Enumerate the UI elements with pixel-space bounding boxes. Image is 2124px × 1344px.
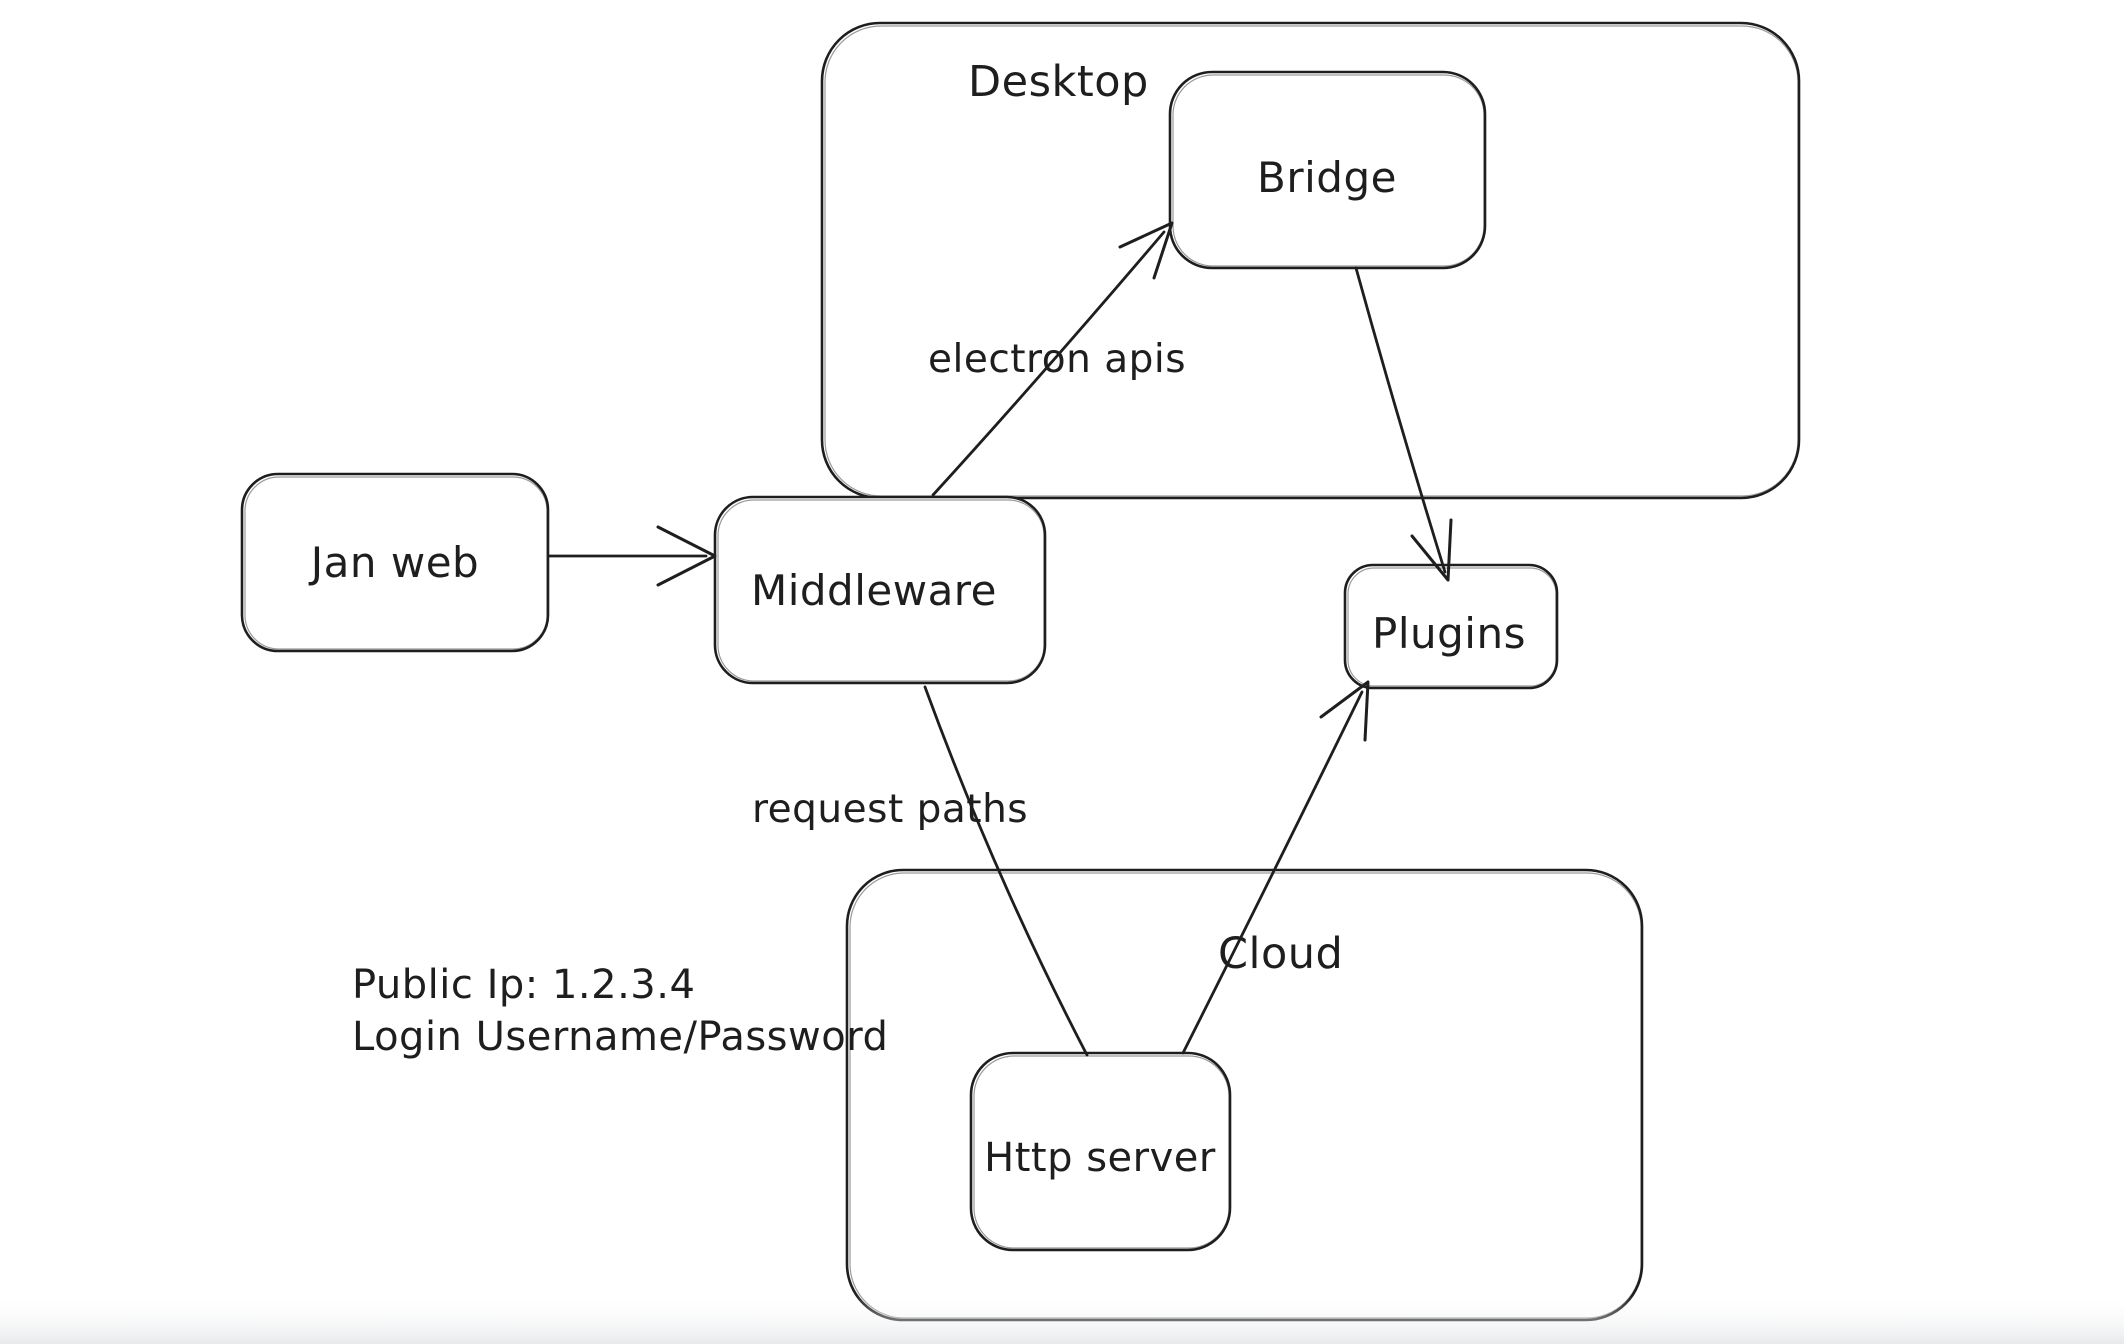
desktop-container-label: Desktop: [968, 57, 1149, 107]
arrowhead-into-plugins-bottom: [1319, 680, 1370, 742]
middleware-node-label: Middleware: [751, 566, 997, 615]
jan-web-node-label: Jan web: [308, 538, 479, 587]
desktop-container: Desktop: [820, 21, 1801, 500]
plugins-node: Plugins: [1343, 563, 1559, 690]
edge-jan-web-to-middleware: [547, 525, 717, 587]
cloud-container: Cloud: [845, 868, 1644, 1322]
plugins-node-label: Plugins: [1372, 609, 1526, 658]
jan-web-node: Jan web: [240, 472, 550, 653]
arrowhead-into-plugins-top: [1410, 518, 1453, 582]
edge-middleware-to-http-server: [923, 685, 1089, 1057]
edge-label-electron-apis: electron apis: [928, 337, 1186, 382]
credentials-note: Public Ip: 1.2.3.4 Login Username/Passwo…: [352, 962, 888, 1060]
http-server-node: Http server: [969, 1051, 1232, 1252]
arrowhead-into-middleware: [656, 525, 717, 587]
middleware-node: Middleware: [713, 495, 1047, 685]
edge-http-server-to-plugins: [1181, 680, 1370, 1055]
edge-bridge-to-plugins: [1354, 266, 1453, 582]
public-ip-text: Public Ip: 1.2.3.4: [352, 962, 695, 1008]
bridge-node-label: Bridge: [1257, 153, 1397, 202]
cloud-container-label: Cloud: [1218, 929, 1343, 979]
bridge-node: Bridge: [1168, 70, 1487, 270]
login-text: Login Username/Password: [352, 1014, 888, 1060]
edge-label-request-paths: request paths: [752, 787, 1028, 832]
edge-middleware-to-bridge: [931, 221, 1174, 497]
http-server-node-label: Http server: [984, 1135, 1216, 1181]
window-bottom-edge: [0, 1294, 2124, 1344]
arrowhead-into-bridge: [1118, 221, 1174, 280]
